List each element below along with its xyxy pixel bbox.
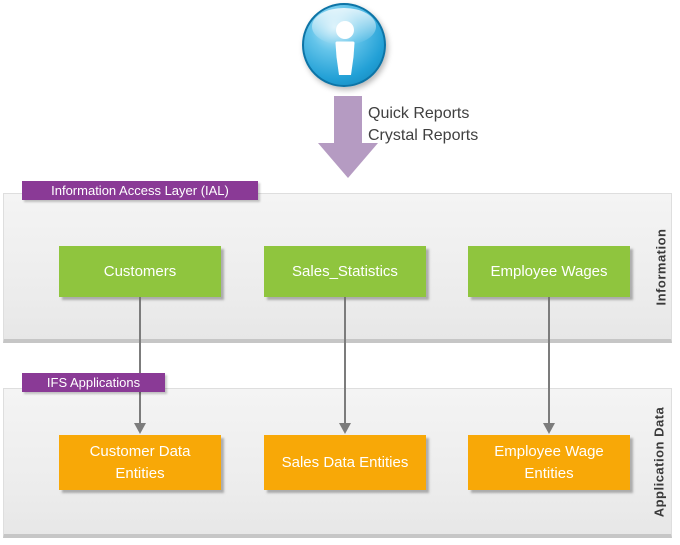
node-customers: Customers	[59, 246, 221, 297]
connector-arrowhead-icon	[339, 423, 351, 434]
person-glyph	[335, 21, 355, 75]
connector-line-sales	[344, 297, 346, 425]
flow-label-quick-reports: Quick Reports	[368, 105, 470, 122]
node-sales-data-entities: Sales Data Entities	[264, 435, 426, 490]
user-icon	[302, 3, 386, 87]
information-side-label: Information	[653, 228, 669, 306]
connector-arrowhead-icon	[543, 423, 555, 434]
flow-arrow-shaft	[334, 96, 362, 144]
connector-line-customers	[139, 297, 141, 425]
flow-arrow-down-icon	[318, 143, 378, 178]
connector-line-employee	[548, 297, 550, 425]
connector-arrowhead-icon	[134, 423, 146, 434]
flow-label-crystal-reports: Crystal Reports	[368, 127, 479, 144]
node-employee-wage-entities: Employee Wage Entities	[468, 435, 630, 490]
node-customer-data-entities: Customer Data Entities	[59, 435, 221, 490]
node-sales-statistics: Sales_Statistics	[264, 246, 426, 297]
flow-labels: Quick Reports Crystal Reports	[368, 103, 478, 147]
ifs-applications-header: IFS Applications	[22, 373, 165, 392]
information-access-layer-header: Information Access Layer (IAL)	[22, 181, 258, 200]
application-data-side-label: Application Data	[651, 406, 667, 518]
node-employee-wages: Employee Wages	[468, 246, 630, 297]
